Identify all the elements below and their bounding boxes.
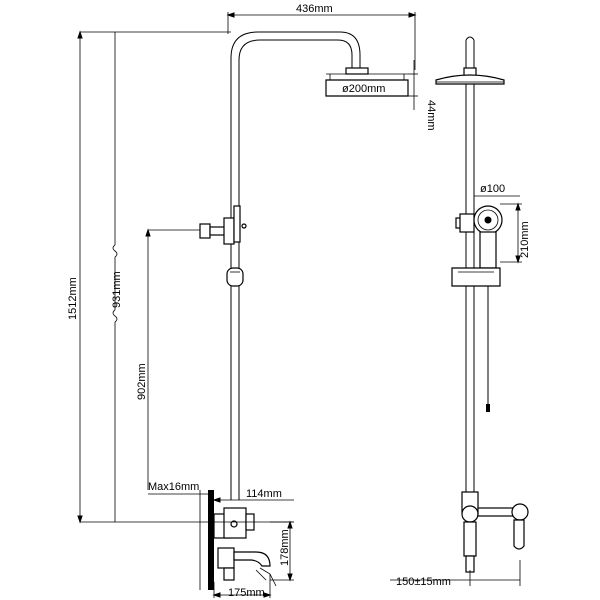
dim-inlet-spacing: 150±15mm <box>390 560 521 588</box>
hand-shower-front <box>451 205 503 287</box>
wall-section <box>199 490 214 590</box>
wall-max-label: Max16mm <box>148 481 199 493</box>
dim-hand-diameter: ø100 <box>474 183 520 197</box>
overhead-head-front <box>435 67 505 85</box>
dim-hand-height: 210mm <box>500 202 531 264</box>
dim-mixer-height: 902mm <box>136 228 200 490</box>
slider-bracket <box>226 267 244 287</box>
overhead-shower-head: ø200mm 44mm <box>325 60 437 131</box>
inlet-spacing-label: 150±15mm <box>396 576 451 588</box>
dim-arm-width: 436mm <box>226 3 417 70</box>
dim-slide-range: 931mm <box>111 32 123 522</box>
hand-shower-holder <box>199 205 247 245</box>
spout-length-label: 175mm <box>228 587 265 599</box>
mixer-depth-label: 114mm <box>246 488 282 500</box>
total-height-label: 1512mm <box>67 277 79 320</box>
dim-wall-max: Max16mm <box>148 481 214 495</box>
shower-riser <box>230 31 361 500</box>
mixer-height-label: 902mm <box>136 363 148 400</box>
hand-diameter-label: ø100 <box>480 183 505 195</box>
head-diameter-label: ø200mm <box>342 83 385 95</box>
dim-spout-height: 178mm <box>270 520 294 582</box>
dim-total-height: 1512mm <box>67 30 231 524</box>
side-view: 436mm ø200mm 44mm 1512 <box>67 3 437 599</box>
mixer-front <box>461 491 529 573</box>
dim-mixer-depth: 114mm <box>212 488 294 503</box>
front-view: ø100 210mm 150±15m <box>390 36 531 588</box>
mixer-side <box>213 507 294 539</box>
slide-range-label: 931mm <box>111 271 123 308</box>
head-thickness-label: 44mm <box>425 100 437 131</box>
dim-spout-length: 175mm <box>212 574 272 599</box>
bath-spout <box>217 547 277 587</box>
spout-height-label: 178mm <box>279 529 291 566</box>
hand-height-label: 210mm <box>519 221 531 258</box>
arm-width-label: 436mm <box>296 3 333 15</box>
